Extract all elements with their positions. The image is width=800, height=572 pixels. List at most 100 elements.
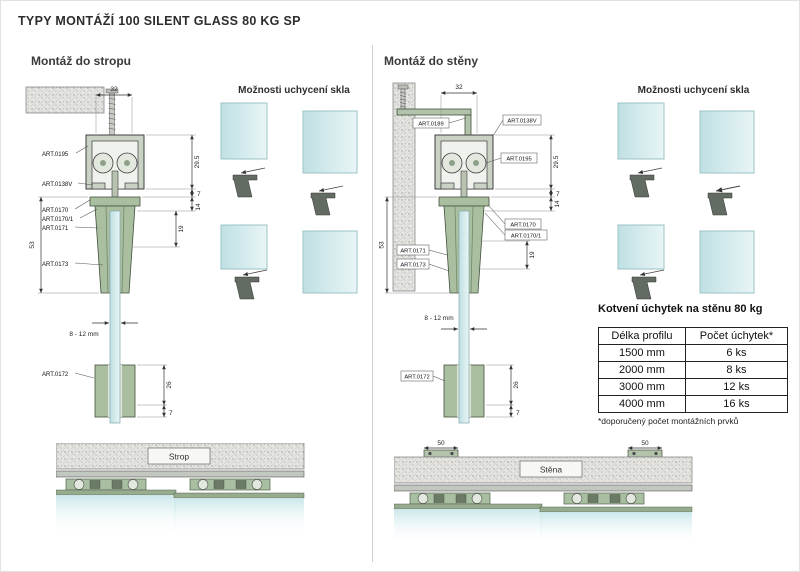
dim-label-19: 19 — [529, 251, 536, 259]
arrow-icon — [637, 167, 663, 175]
profile-icon — [631, 276, 657, 300]
profile-icon — [310, 192, 336, 216]
right-glass-options-title: Možnosti uchycení skla — [637, 85, 750, 96]
table-row: 4000 mm 16 ks — [598, 395, 789, 413]
ceiling-mount-diagram: 32 — [25, 86, 202, 424]
track-rail — [394, 484, 693, 492]
ceiling-section-diagram: Strop — [56, 443, 305, 536]
dim-label-32: 32 — [455, 84, 463, 91]
glass-door-panel — [394, 509, 542, 545]
trolley-assembly — [189, 478, 271, 491]
right-glass-options — [617, 102, 755, 300]
glass-panel — [458, 210, 470, 424]
profile-icon — [232, 174, 258, 198]
section-label-box — [147, 447, 211, 465]
wall-mount-diagram: 32 29. — [379, 82, 561, 424]
dim-glass-thickness: 8 - 12 mm — [424, 315, 487, 331]
dim-glass-thickness: 8 - 12 mm — [69, 321, 138, 338]
table-row: 3000 mm 12 ks — [598, 378, 789, 396]
section-label: Strop — [169, 452, 190, 462]
left-section-heading: Montáž do stropu — [31, 54, 131, 68]
arrow-icon — [639, 269, 665, 277]
dim-label-26: 26 — [166, 381, 173, 389]
art-label-0170-1: ART.0170/1 — [42, 217, 74, 223]
profile-icon — [707, 192, 733, 216]
dim-53: 53 — [379, 196, 450, 294]
art-label-0171: ART.0171 — [42, 226, 69, 232]
dim-label-7b: 7 — [516, 410, 520, 417]
profile-option — [310, 185, 344, 216]
dim-label-29-5: 29.5 — [194, 155, 201, 168]
dim-label-14: 14 — [554, 200, 561, 208]
profile-icon — [629, 174, 655, 198]
dim-right-column: 29.5 7 14 19 — [478, 134, 561, 270]
profile-length-cell: 3000 mm — [598, 378, 686, 396]
dim-label-26: 26 — [513, 381, 520, 389]
wall-bracket-small — [627, 449, 663, 458]
dim-right-column: 29.5 7 14 19 — [132, 134, 202, 248]
glass-clamp-strip — [539, 506, 693, 513]
track-rail — [56, 470, 305, 478]
dim-label-53: 53 — [379, 241, 386, 249]
roller-trolley — [92, 152, 138, 202]
section-label: Stěna — [540, 465, 562, 475]
anchor-table-block: Kotvení úchytek na stěnu 80 kg Délka pro… — [598, 303, 790, 426]
glass-door-panel — [56, 495, 176, 536]
wall-bracket — [396, 108, 472, 136]
art-label-0171: ART.0171 — [400, 248, 425, 254]
left-glass-options-title: Možnosti uchycení skla — [238, 85, 350, 96]
table-header-length: Délka profilu — [598, 327, 686, 345]
arrow-icon — [242, 269, 268, 277]
wall-bracket-small — [423, 449, 459, 458]
arrow-icon — [715, 185, 741, 193]
glass-clamp-strip — [173, 492, 305, 499]
dim-label-29-5: 29.5 — [553, 155, 560, 168]
profile-icon — [234, 276, 260, 300]
glass-pane — [617, 102, 665, 160]
glass-clamp-strip — [394, 503, 543, 510]
bracket-count-cell: 16 ks — [684, 395, 789, 413]
dim-50-left: 50 — [424, 440, 458, 450]
trolley-assembly — [563, 492, 645, 505]
bracket-count-cell: 12 ks — [684, 378, 789, 396]
anchor-screw — [105, 88, 119, 138]
page-title: TYPY MONTÁŽÍ 100 SILENT GLASS 80 KG SP — [18, 14, 301, 28]
wall-section-diagram: 50 50 Stěna — [394, 440, 693, 545]
roller-trolley — [441, 152, 487, 202]
ceiling-hatch — [25, 86, 105, 114]
glass-pane — [220, 102, 268, 160]
profile-length-cell: 2000 mm — [598, 361, 686, 379]
art-label-0195: ART.0195 — [42, 152, 69, 158]
table-row: 1500 mm 6 ks — [598, 344, 789, 362]
dim-guide: 26 7 — [137, 364, 173, 418]
art-label-0138v: ART.0138V — [507, 118, 536, 124]
profile-option — [232, 167, 266, 198]
anchor-table: Délka profilu Počet úchytek* 1500 mm 6 k… — [598, 327, 789, 413]
profile-option — [707, 185, 741, 216]
profile-length-cell: 4000 mm — [598, 395, 686, 413]
trolley-assembly — [409, 492, 491, 505]
art-label-0172: ART.0172 — [42, 372, 69, 378]
dim-50-right: 50 — [628, 440, 662, 450]
profile-length-cell: 1500 mm — [598, 344, 686, 362]
dim-label-7: 7 — [556, 191, 560, 198]
table-header-row: Délka profilu Počet úchytek* — [598, 327, 789, 345]
glass-pane — [302, 230, 358, 294]
art-label-0173: ART.0173 — [400, 262, 425, 268]
trolley-assembly — [65, 478, 147, 491]
section-label-box — [519, 460, 583, 478]
glass-panel — [109, 210, 121, 424]
glass-door-panel — [174, 498, 304, 536]
dim-guide: 26 7 — [486, 364, 520, 418]
wall-hatch — [392, 82, 416, 292]
dim-53: 53 — [29, 196, 99, 294]
profile-option — [629, 167, 663, 198]
arrow-icon — [318, 185, 344, 193]
table-footnote: *doporučený počet montážních prvků — [598, 416, 739, 426]
art-label-0170: ART.0170 — [510, 222, 535, 228]
dim-label-50b: 50 — [641, 440, 649, 447]
glass-pane — [302, 110, 358, 174]
dim-label-8-12: 8 - 12 mm — [424, 315, 453, 322]
glass-pane — [617, 224, 665, 270]
profile-option — [631, 269, 665, 300]
